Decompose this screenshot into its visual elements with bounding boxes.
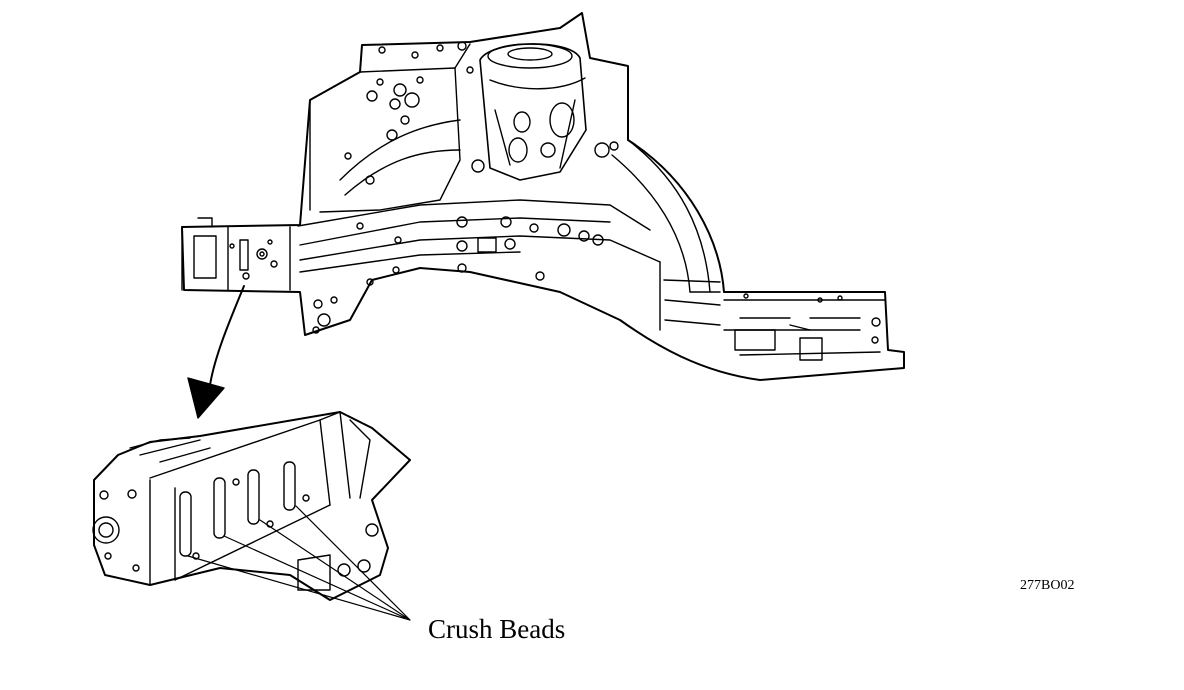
crush-bead-2: [213, 477, 226, 539]
assembly-outline: [181, 12, 905, 381]
crush-bead-3: [247, 469, 260, 525]
crush-beads-label: Crush Beads: [428, 614, 566, 644]
callout-arrow: [187, 285, 245, 419]
crush-beads-detail: [92, 411, 411, 621]
crush-bead-4: [283, 461, 296, 511]
crush-bead-1: [179, 491, 192, 557]
frame-rail-assembly: [181, 12, 905, 381]
arrow-head: [187, 377, 225, 419]
leader-lines: [187, 505, 411, 621]
figure-code: 277BO02: [1020, 578, 1075, 593]
